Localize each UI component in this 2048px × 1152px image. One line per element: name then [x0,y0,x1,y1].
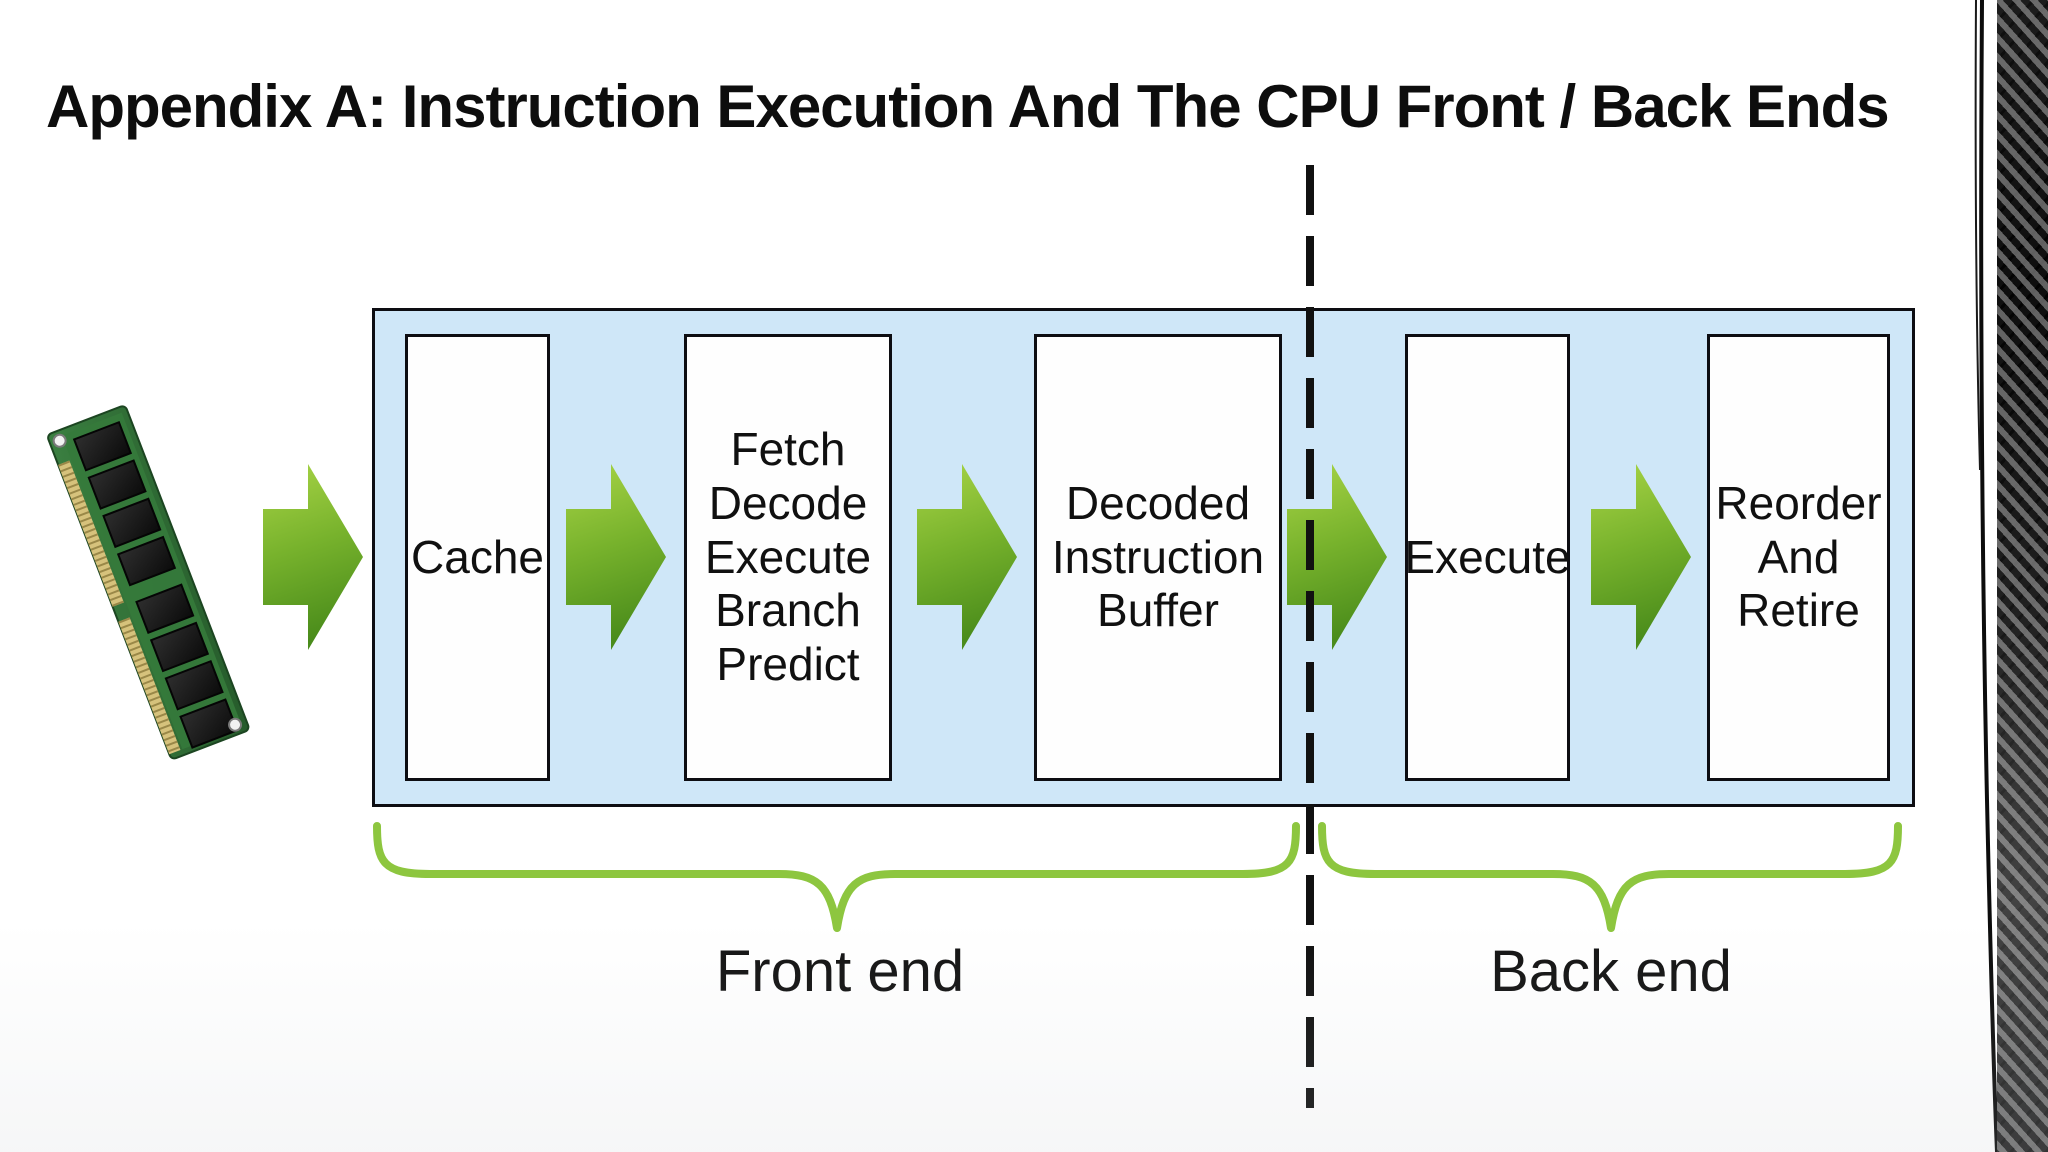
stage-box-reorder-retire: Reorder And Retire [1707,334,1890,781]
stage-box-cache: Cache [405,334,550,781]
page-curl-line [1979,0,1999,1152]
front-end-label: Front end [715,939,965,1004]
stage-box-fetch-decode: Fetch Decode Execute Branch Predict [684,334,892,781]
flow-arrow-icon-1 [263,464,363,650]
front-end-brace [373,822,1300,932]
carbon-fiber-texture [1997,0,2048,1152]
slide-title: Appendix A: Instruction Execution And Th… [46,73,1890,141]
memory-module-icon [47,405,250,760]
back-end-label: Back end [1490,939,1732,1004]
page-curl-line-thin [1974,0,1981,471]
stage-box-execute: Execute [1404,334,1571,781]
stage-box-decoded-instruction-buffer: Decoded Instruction Buffer [1034,334,1282,781]
back-end-brace [1318,822,1902,932]
